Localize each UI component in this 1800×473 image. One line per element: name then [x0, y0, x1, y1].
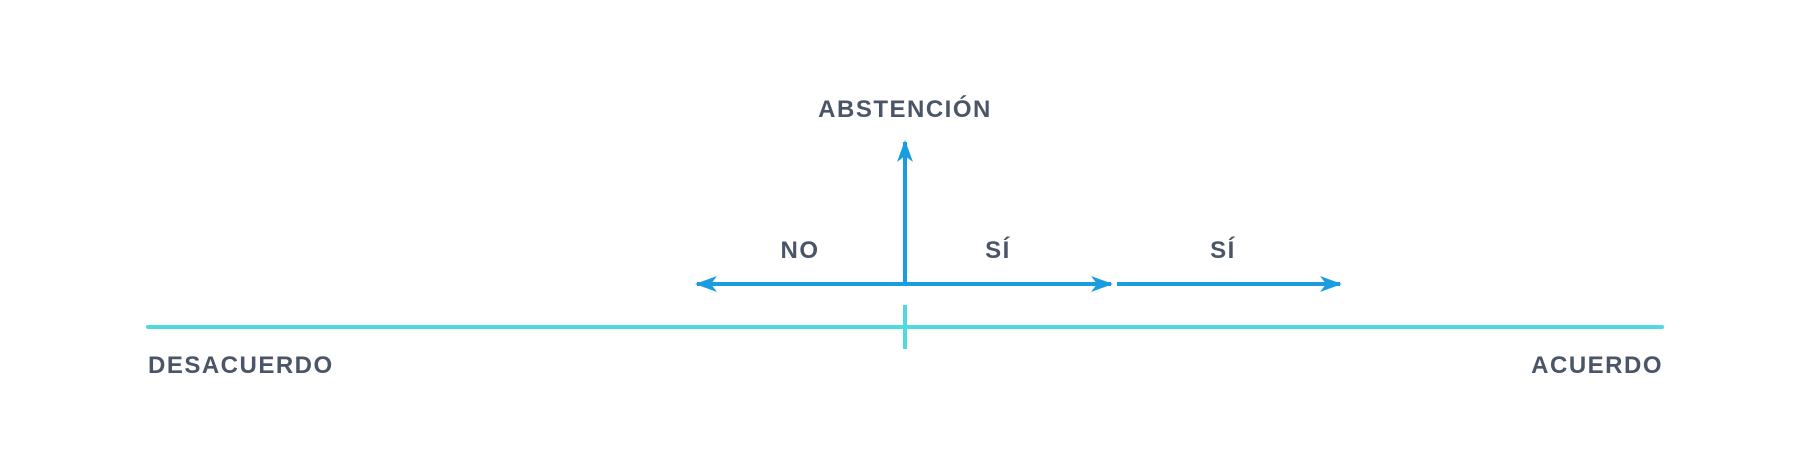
yes-inner-label: SÍ — [985, 236, 1011, 264]
disagree-label: DESACUERDO — [148, 352, 334, 379]
no-label: NO — [781, 237, 820, 264]
agree-label: ACUERDO — [1531, 352, 1663, 379]
abstention-label: ABSTENCIÓN — [818, 95, 992, 123]
yes-outer-label: SÍ — [1210, 236, 1236, 264]
